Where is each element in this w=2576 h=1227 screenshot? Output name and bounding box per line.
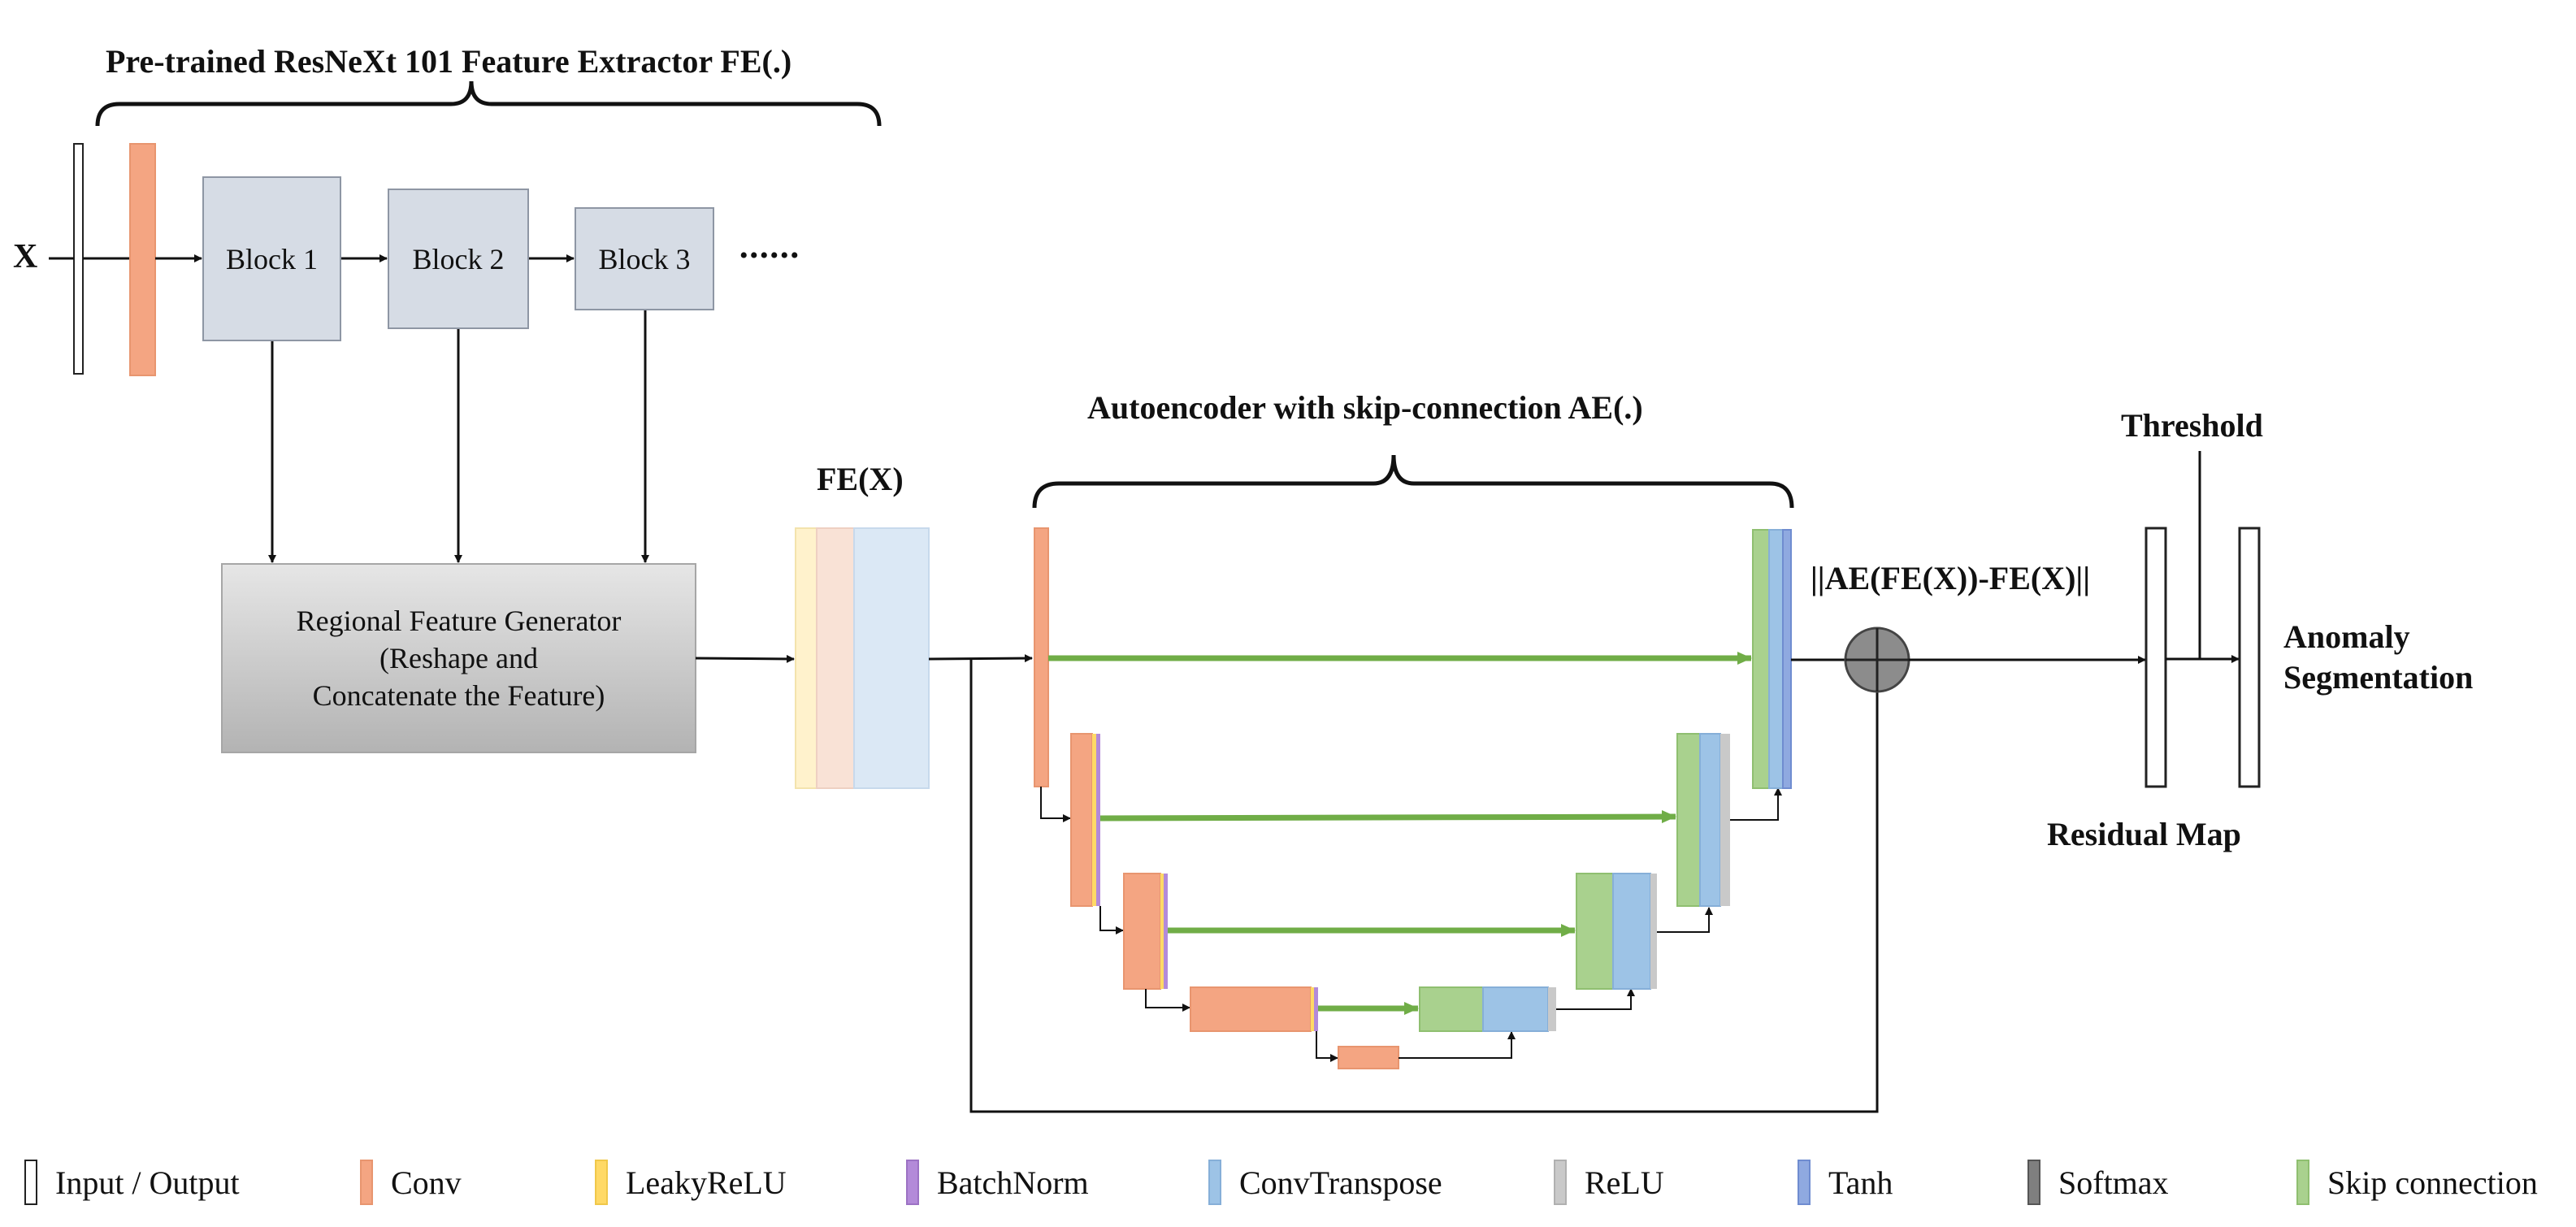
bypass-line — [969, 659, 1881, 1113]
block-2-label: Block 2 — [412, 242, 505, 275]
legend-swatch-leakyrelu — [595, 1160, 608, 1205]
legend-label-convtranspose: ConvTranspose — [1239, 1164, 1442, 1201]
dec2-convt — [1699, 733, 1721, 907]
legend-convtranspose: ConvTranspose — [1208, 1158, 1442, 1207]
fe-feature-2 — [816, 527, 855, 789]
ae-label: Autoencoder with skip-connection AE(.) — [1087, 389, 1643, 426]
legend-batchnorm: BatchNorm — [906, 1158, 1089, 1207]
legend-input-output: Input / Output — [24, 1158, 240, 1207]
legend-swatch-softmax — [2027, 1160, 2040, 1205]
enc2-conv — [1070, 733, 1093, 907]
enc4-leaky — [1311, 987, 1314, 1031]
legend-swatch-conv — [360, 1160, 373, 1205]
block-3: Block 3 — [575, 207, 714, 310]
anomaly-label-2: Segmentation — [2283, 659, 2474, 696]
enc2-bn — [1096, 734, 1100, 906]
ellipsis: •••••• — [739, 242, 801, 269]
dec3-convt — [1612, 873, 1651, 990]
block-3-label: Block 3 — [598, 242, 691, 275]
legend-label-conv: Conv — [391, 1164, 462, 1201]
enc4-conv — [1190, 986, 1312, 1032]
legend-label-input-output: Input / Output — [55, 1164, 240, 1201]
dec1-skip — [1752, 529, 1770, 789]
dec3-relu — [1650, 874, 1657, 989]
enc3-leaky — [1160, 874, 1164, 989]
threshold-label: Threshold — [2121, 407, 2263, 444]
dec4-convt — [1482, 986, 1549, 1032]
legend-label-leakyrelu: LeakyReLU — [626, 1164, 787, 1201]
skip-2 — [1099, 810, 1676, 824]
legend-label-tanh: Tanh — [1828, 1164, 1893, 1201]
fe-feature-3 — [853, 527, 930, 789]
enc3-bn — [1164, 874, 1168, 989]
dec2-relu — [1720, 734, 1730, 906]
legend-relu: ReLU — [1554, 1158, 1664, 1207]
fe-feature-1 — [795, 527, 817, 789]
enc4-bn — [1314, 987, 1318, 1031]
fe-label: FE(X) — [817, 461, 904, 497]
enc2-leaky — [1092, 734, 1096, 906]
output-bar — [2238, 527, 2261, 788]
generator-line-1: Regional Feature Generator — [296, 605, 622, 637]
legend-conv: Conv — [360, 1158, 462, 1207]
block-2: Block 2 — [388, 189, 529, 329]
input-label: X — [13, 238, 38, 275]
enc1-conv — [1034, 527, 1049, 787]
legend-label-softmax: Softmax — [2058, 1164, 2169, 1201]
generator-line-3: Concatenate the Feature) — [312, 679, 605, 712]
input-bar — [73, 143, 84, 375]
legend-swatch-relu — [1554, 1160, 1567, 1205]
legend-skip-connection: Skip connection — [2296, 1158, 2538, 1207]
anomaly-label-1: Anomaly — [2283, 618, 2410, 655]
arrow-fe-ae — [928, 654, 1033, 663]
legend-leakyrelu: LeakyReLU — [595, 1158, 787, 1207]
legend-label-skip-connection: Skip connection — [2327, 1164, 2538, 1201]
block-1: Block 1 — [202, 176, 341, 341]
legend-softmax: Softmax — [2027, 1158, 2169, 1207]
legend-tanh: Tanh — [1798, 1158, 1893, 1207]
residual-map-label: Residual Map — [2047, 816, 2241, 852]
generator-line-2: (Reshape and — [379, 642, 538, 674]
arrow-generator-fe — [695, 654, 795, 663]
block-1-label: Block 1 — [226, 242, 318, 275]
generator-label: Regional Feature Generator (Reshape and … — [222, 564, 696, 752]
residual-map-bar — [2144, 527, 2167, 788]
enc3-conv — [1123, 873, 1161, 990]
top-brace — [95, 80, 882, 127]
dec3-skip — [1576, 873, 1614, 990]
fe-conv-bar — [129, 143, 156, 376]
dec1-tanh — [1782, 529, 1792, 789]
generator-box — [221, 563, 696, 753]
legend-label-relu: ReLU — [1585, 1164, 1664, 1201]
dec4-skip — [1419, 986, 1484, 1032]
legend-label-batchnorm: BatchNorm — [937, 1164, 1089, 1201]
dec1-convt — [1768, 529, 1784, 789]
dec4-relu — [1548, 987, 1556, 1031]
legend-swatch-skip-connection — [2296, 1160, 2309, 1205]
legend-swatch-input-output — [24, 1160, 37, 1205]
legend-swatch-tanh — [1798, 1160, 1811, 1205]
bottleneck-conv — [1338, 1046, 1399, 1069]
legend-swatch-batchnorm — [906, 1160, 919, 1205]
ae-brace — [1032, 454, 1794, 509]
legend-swatch-convtranspose — [1208, 1160, 1221, 1205]
top-brace-label: Pre-trained ResNeXt 101 Feature Extracto… — [106, 43, 792, 80]
residual-formula: ||AE(FE(X))-FE(X)|| — [1811, 560, 2091, 596]
dec2-skip — [1676, 733, 1701, 907]
